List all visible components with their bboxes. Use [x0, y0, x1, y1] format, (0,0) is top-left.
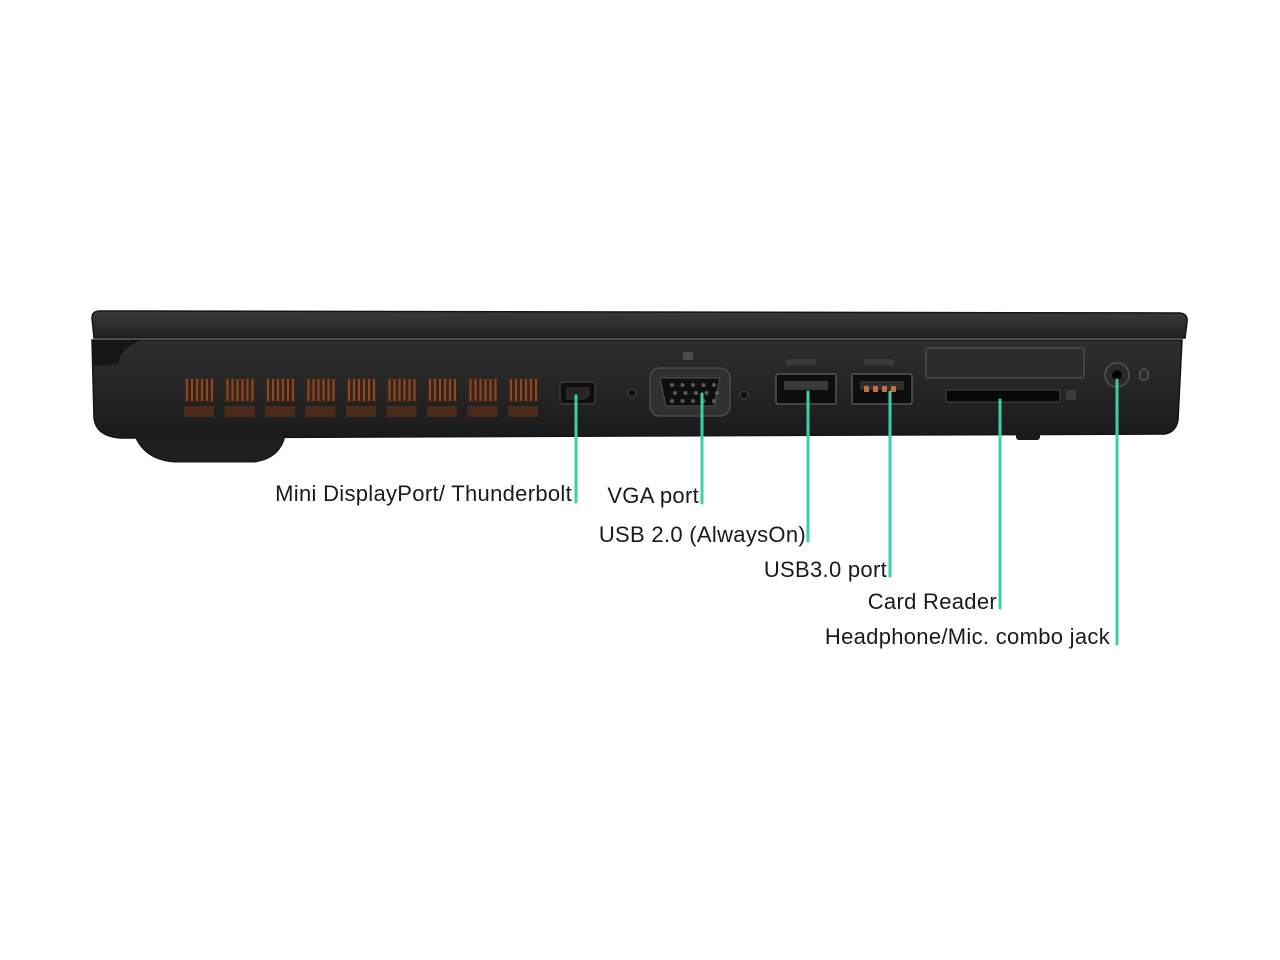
- vent-slot: [346, 378, 376, 402]
- vent-slot: [386, 378, 417, 402]
- vent-slot: [305, 378, 336, 402]
- rubber-foot: [1016, 432, 1040, 440]
- label-card-reader: Card Reader: [867, 589, 997, 614]
- vga-pin: [673, 391, 677, 395]
- hinge: [92, 340, 142, 366]
- usb3-port-icon: [851, 359, 913, 405]
- card-reader-icon: [945, 389, 1076, 403]
- vent-slot-lower: [265, 406, 295, 417]
- vga-pin: [683, 391, 688, 395]
- vga-pin: [680, 399, 685, 403]
- label-mini-displayport: Mini DisplayPort/ Thunderbolt: [275, 481, 572, 506]
- label-usb3-port: USB3.0 port: [763, 557, 887, 582]
- vga-pin: [704, 391, 709, 395]
- headphone-jack-icon: [1104, 362, 1149, 388]
- vent-slot-lower: [386, 406, 417, 417]
- vent-slot: [508, 378, 538, 402]
- vga-pin: [712, 383, 716, 387]
- vent-slot-lower: [346, 406, 376, 417]
- leader-lines: [574, 378, 1119, 646]
- vga-pin: [680, 383, 685, 387]
- vga-pin: [670, 383, 674, 387]
- vent-slot-lower: [508, 406, 538, 417]
- vent-slot: [427, 378, 457, 402]
- vent-slot: [224, 378, 255, 402]
- label-vga-port: VGA port: [607, 483, 699, 508]
- vent-slot: [184, 378, 214, 402]
- vga-pin: [670, 399, 674, 403]
- vent-grille: [184, 378, 538, 417]
- battery-bulge: [134, 435, 286, 463]
- vent-slot-lower: [305, 406, 336, 417]
- vent-slot-lower: [184, 406, 214, 417]
- vga-pin: [701, 383, 706, 387]
- vent-slot-lower: [467, 406, 498, 417]
- vga-pin: [694, 391, 698, 395]
- label-usb2-port: USB 2.0 (AlwaysOn): [598, 522, 806, 547]
- vent-slot: [467, 378, 498, 402]
- vga-port-icon: [649, 352, 731, 417]
- vent-slot-lower: [224, 406, 255, 417]
- indicator-dot: [627, 388, 637, 398]
- usb2-port-icon: [775, 359, 837, 405]
- vga-pin: [712, 399, 716, 403]
- indicator-dot: [739, 390, 749, 400]
- laptop-lid: [91, 310, 1188, 339]
- vent-slot-lower: [427, 406, 457, 417]
- expresscard-slot: [925, 347, 1085, 379]
- vga-pin: [691, 399, 695, 403]
- vga-pin: [691, 383, 695, 387]
- vga-pin: [715, 391, 719, 395]
- vent-slot: [265, 378, 295, 402]
- label-audio-jack: Headphone/Mic. combo jack: [824, 624, 1110, 649]
